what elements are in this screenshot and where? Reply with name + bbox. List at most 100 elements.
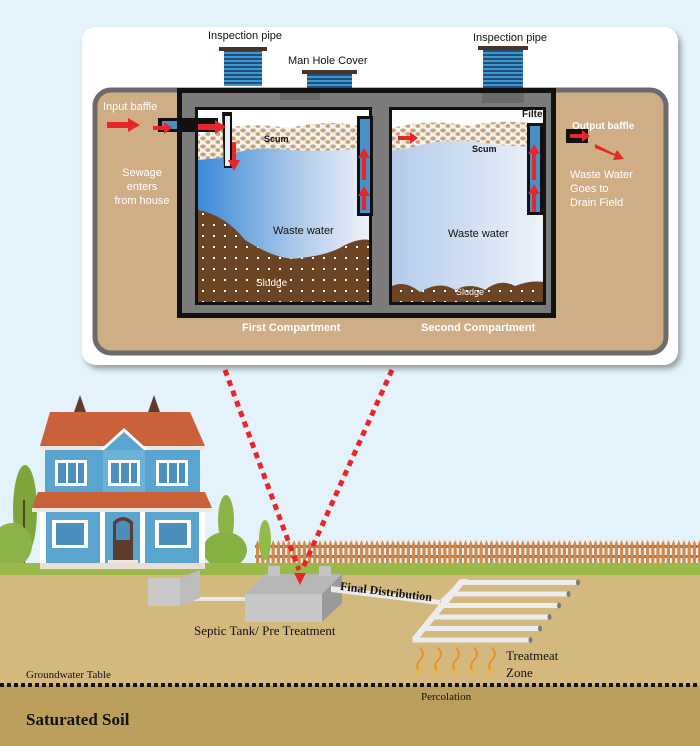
fence-picket — [375, 540, 379, 565]
fence-picket — [271, 540, 275, 565]
distribution-box-small — [148, 570, 200, 606]
fence-picket — [526, 540, 530, 565]
percolation-arrow — [452, 647, 460, 673]
fence-picket — [599, 540, 603, 565]
fence-picket — [609, 540, 613, 565]
fence-picket — [594, 540, 598, 565]
inspection-pipe-2 — [478, 46, 528, 88]
lateral-pipe — [422, 626, 540, 631]
inspection-pipe-1 — [219, 47, 267, 86]
fence-picket — [334, 540, 338, 565]
fence-picket — [365, 540, 369, 565]
label-second-compartment: Second Compartment — [421, 322, 536, 334]
fence-picket — [417, 540, 421, 565]
lateral-pipe — [412, 637, 531, 643]
fence-picket — [318, 540, 322, 565]
house-outlet-pipe — [183, 597, 253, 601]
callout-lines — [222, 368, 395, 585]
fence-picket — [360, 540, 364, 565]
fence-picket — [505, 540, 509, 565]
fence-picket — [661, 540, 665, 565]
label-ww-line2: Goes to — [570, 183, 609, 195]
fence-picket — [500, 540, 504, 565]
label-sewage-line2: enters — [126, 181, 158, 193]
lateral-pipe — [441, 603, 559, 608]
label-sludge-1: Sludge — [256, 278, 288, 289]
fence-picket — [547, 540, 551, 565]
fence-picket — [401, 540, 405, 565]
label-waste-water-goes: Waste Water Goes to Drain Field — [570, 168, 633, 210]
fence-picket — [370, 540, 374, 565]
fence-picket — [287, 540, 291, 565]
fence-picket — [635, 540, 639, 565]
label-inspection-pipe-1: Inspection pipe — [208, 30, 282, 42]
fence-picket — [458, 540, 462, 565]
house — [32, 395, 212, 569]
flow-arrows — [107, 118, 624, 212]
fence-picket — [620, 540, 624, 565]
fence-picket — [349, 540, 353, 565]
fence-picket — [510, 540, 514, 565]
label-waste-water-2: Waste water — [448, 228, 509, 240]
lateral-pipe — [460, 580, 578, 585]
fence-picket — [323, 540, 327, 565]
percolation-arrow — [488, 647, 496, 673]
fence-picket — [651, 540, 655, 565]
fence-picket — [432, 540, 436, 565]
fence-picket — [443, 540, 447, 565]
fence-picket — [396, 540, 400, 565]
label-input-baffle: Input baffle — [103, 101, 158, 113]
label-scum-2: Scum — [472, 144, 497, 154]
manhole-cover — [302, 70, 357, 88]
fence-picket — [479, 540, 483, 565]
fence-picket — [588, 540, 592, 565]
lateral-pipe — [450, 591, 569, 597]
label-ww-line3: Drain Field — [570, 197, 624, 209]
percolation-arrow — [416, 647, 424, 673]
fence-picket — [573, 540, 577, 565]
percolation-arrow — [470, 647, 478, 673]
fence-picket — [521, 540, 525, 565]
label-treatment-line1: Treatmeat — [506, 648, 559, 663]
fence-picket — [474, 540, 478, 565]
fence-picket — [578, 540, 582, 565]
fence-picket — [344, 540, 348, 565]
fence-picket — [380, 540, 384, 565]
label-sewage-line1: Sewage — [122, 167, 162, 179]
fence-picket — [568, 540, 572, 565]
fence-picket — [646, 540, 650, 565]
label-groundwater-table: Groundwater Table — [26, 669, 111, 681]
fence-picket — [562, 540, 566, 565]
treatment-zone-arrows — [416, 647, 496, 676]
trees — [0, 465, 271, 568]
label-saturated-soil: Saturated Soil — [26, 710, 130, 729]
fence-picket — [464, 540, 468, 565]
label-sewage-enters: Sewage enters from house — [112, 166, 172, 208]
fence-picket — [412, 540, 416, 565]
lateral-pipe — [431, 614, 550, 620]
sludge-second — [392, 281, 543, 302]
septic-tank-box — [245, 566, 342, 622]
fence-picket — [682, 540, 686, 565]
fence-picket — [276, 540, 280, 565]
fence-picket — [339, 540, 343, 565]
fence-picket — [640, 540, 644, 565]
fence-picket — [427, 540, 431, 565]
fence — [255, 540, 700, 565]
label-output-baffle: Output baffle — [572, 121, 635, 132]
label-ww-line1: Waste Water — [570, 169, 633, 181]
label-sludge-2: Sludge — [456, 287, 485, 297]
fence-picket — [297, 540, 301, 565]
fence-picket — [469, 540, 473, 565]
fence-picket — [406, 540, 410, 565]
fence-picket — [692, 540, 696, 565]
label-sewage-line3: from house — [114, 195, 170, 207]
percolation-arrow — [434, 647, 442, 673]
fence-picket — [256, 540, 260, 565]
fence-picket — [495, 540, 499, 565]
fence-picket — [677, 540, 681, 565]
label-percolation: Percolation — [421, 691, 472, 703]
label-treatment-line2: Zone — [506, 665, 533, 680]
fence-picket — [625, 540, 629, 565]
